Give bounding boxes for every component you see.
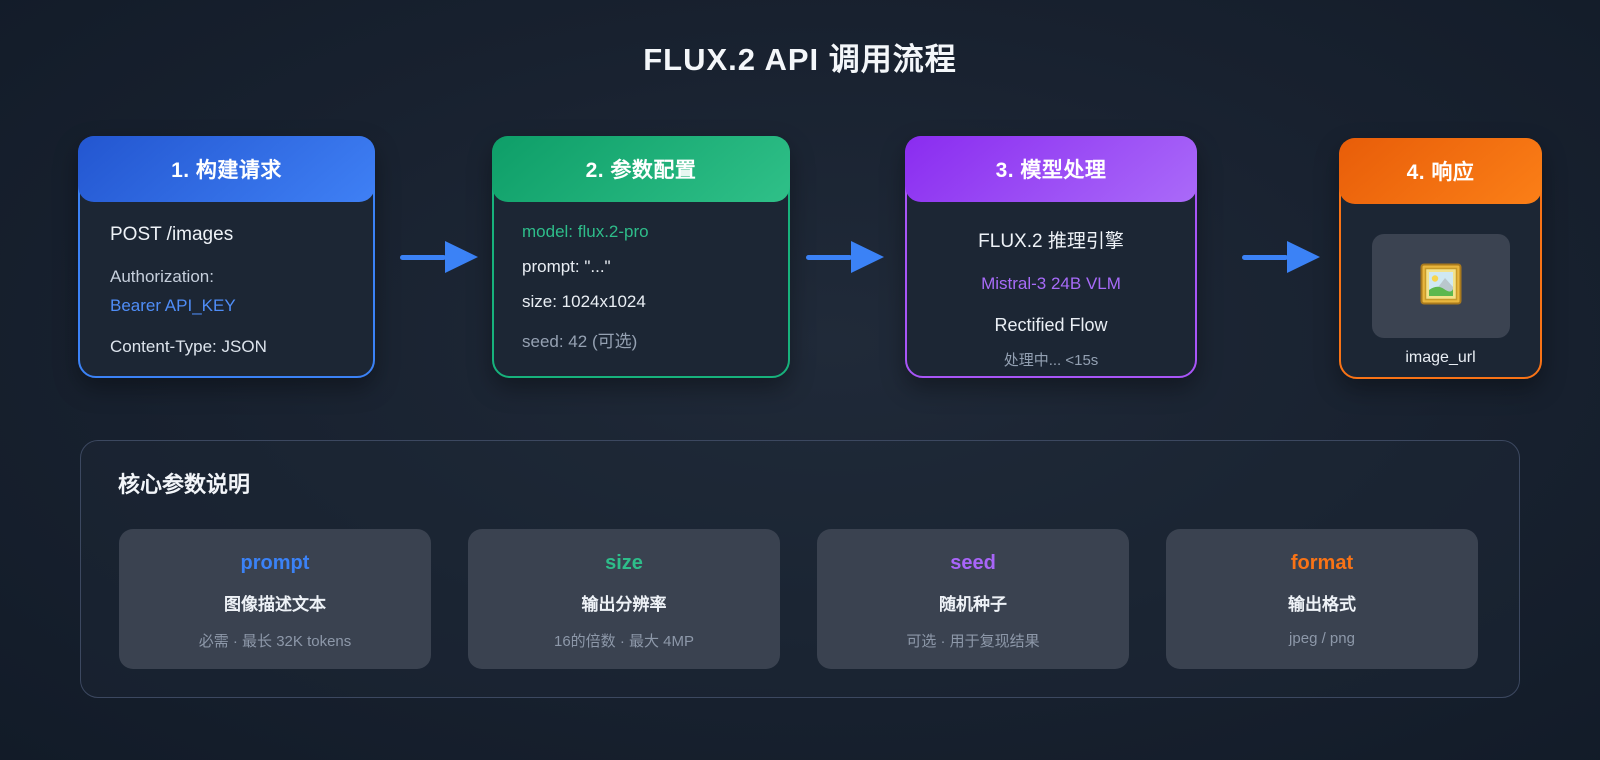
- param-seed: seed: 42 (可选): [522, 332, 638, 351]
- inference-engine: FLUX.2 推理引擎: [978, 231, 1124, 252]
- param-card-seed: seed 随机种子 可选 · 用于复现结果: [817, 529, 1129, 669]
- arrow-shaft: [1242, 254, 1288, 260]
- image-preview-box: [1371, 234, 1510, 338]
- param-card-size: size 输出分辨率 16的倍数 · 最大 4MP: [468, 529, 780, 669]
- flow-arrow-2: [806, 241, 884, 273]
- content-type: Content-Type: JSON: [110, 337, 267, 356]
- framed-picture-icon: [1420, 263, 1462, 310]
- request-method: POST /images: [110, 224, 234, 245]
- step2-header: 2. 参数配置: [492, 136, 790, 202]
- flow-arrow-3: [1242, 241, 1320, 273]
- response-field: image_url: [1405, 349, 1476, 366]
- arrow-shaft: [806, 254, 852, 260]
- processing-status: 处理中... <15s: [1003, 352, 1099, 369]
- step2-body: model: flux.2-pro prompt: "..." size: 10…: [494, 202, 788, 352]
- param-note: 16的倍数 · 最大 4MP: [553, 633, 695, 650]
- step1-header: 1. 构建请求: [78, 136, 375, 202]
- step3-header: 3. 模型处理: [905, 136, 1197, 202]
- param-desc: 图像描述文本: [224, 595, 326, 614]
- auth-header-label: Authorization:: [110, 267, 214, 286]
- step4-body: image_url: [1341, 204, 1540, 367]
- arrow-right-icon: [1287, 241, 1320, 273]
- param-cards-row: prompt 图像描述文本 必需 · 最长 32K tokens size 输出…: [119, 529, 1478, 669]
- param-size: size: 1024x1024: [522, 292, 646, 311]
- param-name: seed: [950, 552, 996, 574]
- core-parameters-panel: 核心参数说明 prompt 图像描述文本 必需 · 最长 32K tokens …: [80, 440, 1520, 698]
- param-desc: 随机种子: [939, 595, 1007, 614]
- auth-header-value: Bearer API_KEY: [110, 296, 236, 315]
- flow-arrow-1: [400, 241, 478, 273]
- panel-title: 核心参数说明: [118, 472, 251, 497]
- arrow-right-icon: [851, 241, 884, 273]
- step-card-model-processing: 3. 模型处理 FLUX.2 推理引擎 Mistral-3 24B VLM Re…: [905, 136, 1197, 378]
- step-card-response: 4. 响应 image_url: [1339, 138, 1542, 379]
- param-note: 必需 · 最长 32K tokens: [198, 633, 352, 650]
- param-desc: 输出分辨率: [581, 595, 667, 614]
- arrow-shaft: [400, 254, 446, 260]
- step-card-parameters: 2. 参数配置 model: flux.2-pro prompt: "..." …: [492, 136, 790, 378]
- rectified-flow: Rectified Flow: [994, 315, 1108, 335]
- param-note: 可选 · 用于复现结果: [906, 633, 1040, 650]
- step4-header: 4. 响应: [1339, 138, 1542, 204]
- page-title: FLUX.2 API 调用流程: [643, 42, 957, 77]
- param-card-format: format 输出格式 jpeg / png: [1166, 529, 1478, 669]
- param-card-prompt: prompt 图像描述文本 必需 · 最长 32K tokens: [119, 529, 431, 669]
- arrow-right-icon: [445, 241, 478, 273]
- param-name: prompt: [240, 552, 310, 574]
- param-prompt: prompt: "...": [522, 257, 611, 276]
- param-note: jpeg / png: [1289, 630, 1355, 647]
- vlm-model: Mistral-3 24B VLM: [981, 274, 1121, 293]
- step-card-build-request: 1. 构建请求 POST /images Authorization: Bear…: [78, 136, 375, 378]
- param-desc: 输出格式: [1288, 595, 1356, 614]
- step1-body: POST /images Authorization: Bearer API_K…: [80, 202, 373, 357]
- step3-body: FLUX.2 推理引擎 Mistral-3 24B VLM Rectified …: [907, 202, 1195, 370]
- param-model: model: flux.2-pro: [522, 222, 649, 241]
- param-name: format: [1290, 552, 1354, 574]
- param-name: size: [605, 552, 643, 574]
